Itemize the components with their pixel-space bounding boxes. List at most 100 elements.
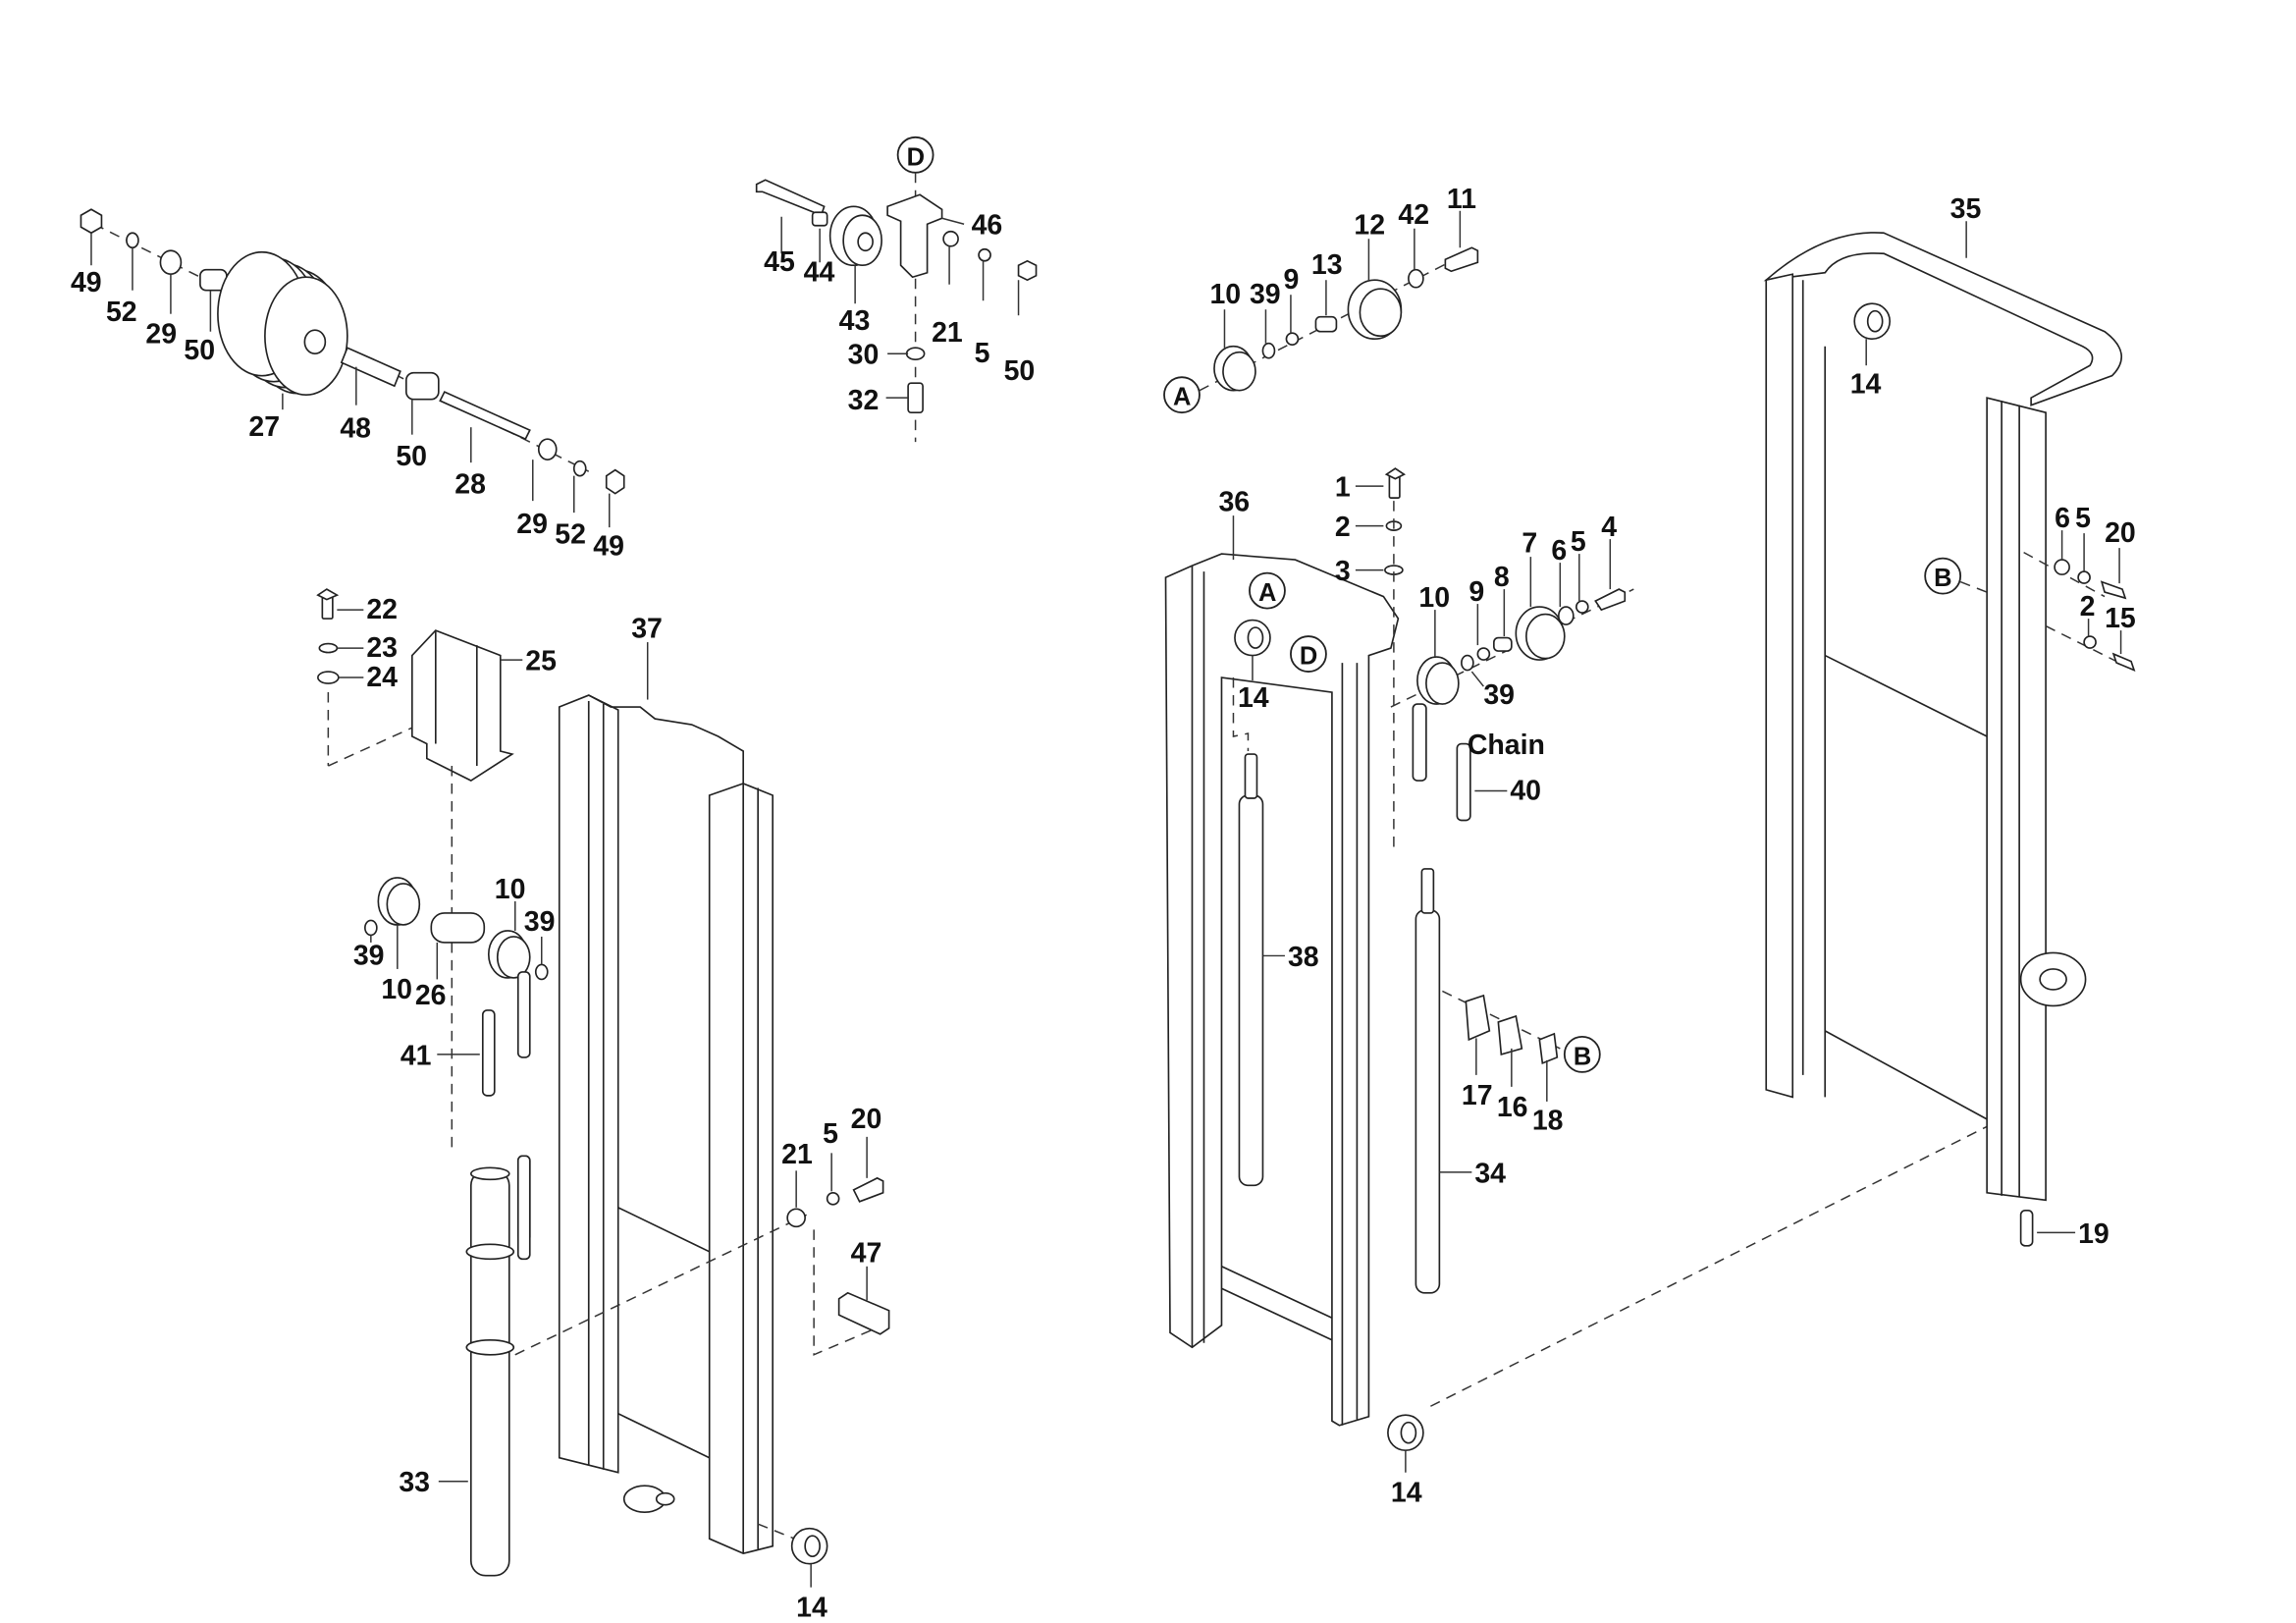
spacer-44 bbox=[811, 211, 828, 227]
callout-21: 21 bbox=[781, 1139, 813, 1170]
chain-a bbox=[1412, 703, 1427, 782]
callout-39: 39 bbox=[1250, 279, 1281, 310]
middle-mast-assembly: 36 1 2 3 A D 14 bbox=[1164, 467, 2002, 1509]
callout-27: 27 bbox=[248, 411, 280, 443]
callout-28: 28 bbox=[454, 469, 486, 501]
callout-12: 12 bbox=[1354, 210, 1385, 242]
callout-22: 22 bbox=[366, 594, 398, 625]
bolt-20 bbox=[852, 1176, 884, 1203]
washer-9 bbox=[1285, 332, 1300, 347]
bolt-15 bbox=[2111, 652, 2136, 673]
callout-14: 14 bbox=[1850, 369, 1882, 401]
callout-46: 46 bbox=[972, 210, 1003, 242]
callout-10: 10 bbox=[1418, 582, 1450, 614]
washer-52-right bbox=[572, 460, 587, 477]
cylinder-34 bbox=[1415, 909, 1441, 1294]
callout-30: 30 bbox=[848, 340, 880, 371]
callout-16: 16 bbox=[1497, 1092, 1528, 1123]
callout-2: 2 bbox=[2080, 591, 2096, 622]
callout-38: 38 bbox=[1288, 942, 1319, 973]
callout-47: 47 bbox=[851, 1237, 882, 1269]
bolt-11 bbox=[1444, 246, 1479, 273]
nut-49-right bbox=[605, 468, 625, 495]
callout-19: 19 bbox=[2078, 1218, 2109, 1250]
spacer-13 bbox=[1314, 315, 1338, 333]
nut-50 bbox=[1017, 259, 1038, 282]
callout-40: 40 bbox=[1510, 776, 1541, 807]
callout-14: 14 bbox=[796, 1593, 828, 1623]
callout-33: 33 bbox=[399, 1467, 430, 1498]
marker-B: B bbox=[1574, 1043, 1591, 1070]
bolt-20 bbox=[2100, 580, 2127, 600]
outer-mast-assembly: 33 37 21 5 20 47 14 bbox=[399, 614, 890, 1623]
bracket-25 bbox=[410, 629, 514, 782]
callout-52: 52 bbox=[555, 519, 586, 551]
washer-5 bbox=[2077, 570, 2091, 584]
callout-45: 45 bbox=[764, 246, 795, 278]
callout-25: 25 bbox=[525, 646, 557, 677]
bolt-32 bbox=[907, 382, 924, 413]
callout-49: 49 bbox=[71, 267, 102, 298]
callout-24: 24 bbox=[366, 662, 398, 693]
block-47 bbox=[837, 1291, 890, 1335]
pin-45 bbox=[755, 179, 826, 217]
pulley-assembly: 49 52 29 50 27 48 50 28 29 52 49 bbox=[71, 208, 625, 563]
washer-52-left bbox=[126, 232, 139, 249]
marker-B-circle bbox=[1924, 557, 1962, 595]
callout-39: 39 bbox=[353, 940, 385, 971]
chain-41-a bbox=[481, 1009, 496, 1097]
chain-40 bbox=[1456, 742, 1471, 822]
callout-39: 39 bbox=[524, 906, 556, 938]
plate-18 bbox=[1538, 1032, 1559, 1065]
washer-42 bbox=[1408, 268, 1424, 289]
middle-mast-36 bbox=[1164, 553, 1400, 1427]
callout-6: 6 bbox=[1551, 535, 1567, 567]
callout-49: 49 bbox=[593, 531, 624, 563]
callout-21: 21 bbox=[932, 317, 963, 349]
callout-14: 14 bbox=[1238, 682, 1269, 714]
callout-23: 23 bbox=[366, 632, 398, 664]
washer-5 bbox=[826, 1192, 840, 1206]
callout-6: 6 bbox=[2055, 503, 2070, 534]
callout-11: 11 bbox=[1447, 184, 1476, 215]
spacer-48 bbox=[340, 347, 401, 388]
washer-29-left bbox=[159, 249, 183, 276]
callout-14: 14 bbox=[1391, 1478, 1422, 1509]
sheave-bracket-assembly: D 45 44 43 46 30 32 21 5 50 bbox=[755, 135, 1038, 443]
shaft-28 bbox=[439, 391, 531, 441]
callout-32: 32 bbox=[848, 385, 880, 416]
bolt-4 bbox=[1594, 588, 1627, 612]
callout-26: 26 bbox=[415, 980, 447, 1011]
snap-ring-39-right bbox=[534, 963, 549, 981]
callout-15: 15 bbox=[2105, 603, 2136, 634]
callout-10: 10 bbox=[1209, 279, 1241, 310]
bracket-16 bbox=[1497, 1014, 1523, 1055]
callout-50: 50 bbox=[184, 335, 215, 366]
marker-B-circle bbox=[1563, 1036, 1601, 1073]
marker-A-circle bbox=[1249, 571, 1286, 610]
spacer-8 bbox=[1493, 636, 1513, 652]
inner-mast-assembly: 35 14 B 6 5 20 2 15 19 bbox=[1763, 193, 2136, 1250]
callout-39: 39 bbox=[1483, 679, 1515, 711]
washer-9 bbox=[1476, 647, 1491, 661]
callout-36: 36 bbox=[1218, 487, 1250, 518]
callout-17: 17 bbox=[1462, 1080, 1493, 1111]
snap-ring-39-left bbox=[364, 919, 378, 937]
marker-D-circle bbox=[896, 135, 934, 174]
crosshead-26 bbox=[430, 912, 486, 944]
callout-4: 4 bbox=[1601, 512, 1617, 543]
marker-A: A bbox=[1258, 579, 1276, 607]
cylinder-38 bbox=[1238, 794, 1264, 1187]
chain-label: Chain bbox=[1468, 730, 1545, 761]
washer-29-right bbox=[537, 438, 558, 460]
callout-7: 7 bbox=[1522, 528, 1537, 560]
marker-D: D bbox=[1300, 643, 1317, 671]
callout-29: 29 bbox=[516, 509, 548, 540]
callout-20: 20 bbox=[2105, 517, 2136, 549]
washer-6 bbox=[1557, 606, 1575, 625]
crosshead-bracket-assembly: 22 23 24 25 bbox=[316, 588, 557, 782]
callout-8: 8 bbox=[1494, 562, 1510, 593]
callout-50: 50 bbox=[396, 441, 427, 472]
washer-21 bbox=[786, 1208, 806, 1228]
callout-5: 5 bbox=[975, 338, 990, 369]
